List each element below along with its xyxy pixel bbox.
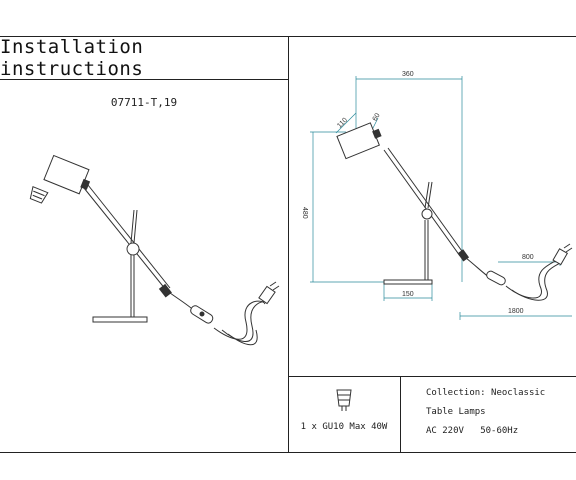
dim-head-110: 110 <box>336 117 349 130</box>
center-divider <box>288 36 289 452</box>
bottom-border <box>0 452 576 453</box>
specs-divider <box>400 376 401 452</box>
voltage-label: AC 220V <box>426 426 464 436</box>
dim-width-360: 360 <box>402 71 414 78</box>
lamp-illustration <box>29 154 280 346</box>
frequency-label: 50-60Hz <box>480 426 519 436</box>
dim-cable-1800: 1800 <box>508 308 524 315</box>
specs-top-border <box>288 376 576 377</box>
model-number: 07711-T,19 <box>110 96 178 109</box>
category-label: Table Lamps <box>426 407 486 417</box>
page-title: Installation instructions <box>0 35 144 80</box>
power-line: AC 220V 50-60Hz <box>426 422 576 441</box>
title-underline <box>0 79 288 80</box>
product-specs: Collection: Neoclassic Table Lamps AC 22… <box>426 384 576 441</box>
dim-head-60: 60 <box>372 112 382 122</box>
dim-height-480: 480 <box>301 207 308 219</box>
dim-cable-800: 800 <box>522 254 534 261</box>
gu10-bulb-icon <box>336 389 352 411</box>
dimension-drawing: 360 110 60 480 150 800 1800 <box>301 71 573 320</box>
dim-base-150: 150 <box>402 291 414 298</box>
bulb-spec: 1 x GU10 Max 40W <box>300 422 388 432</box>
collection-label: Collection: Neoclassic <box>426 388 546 398</box>
